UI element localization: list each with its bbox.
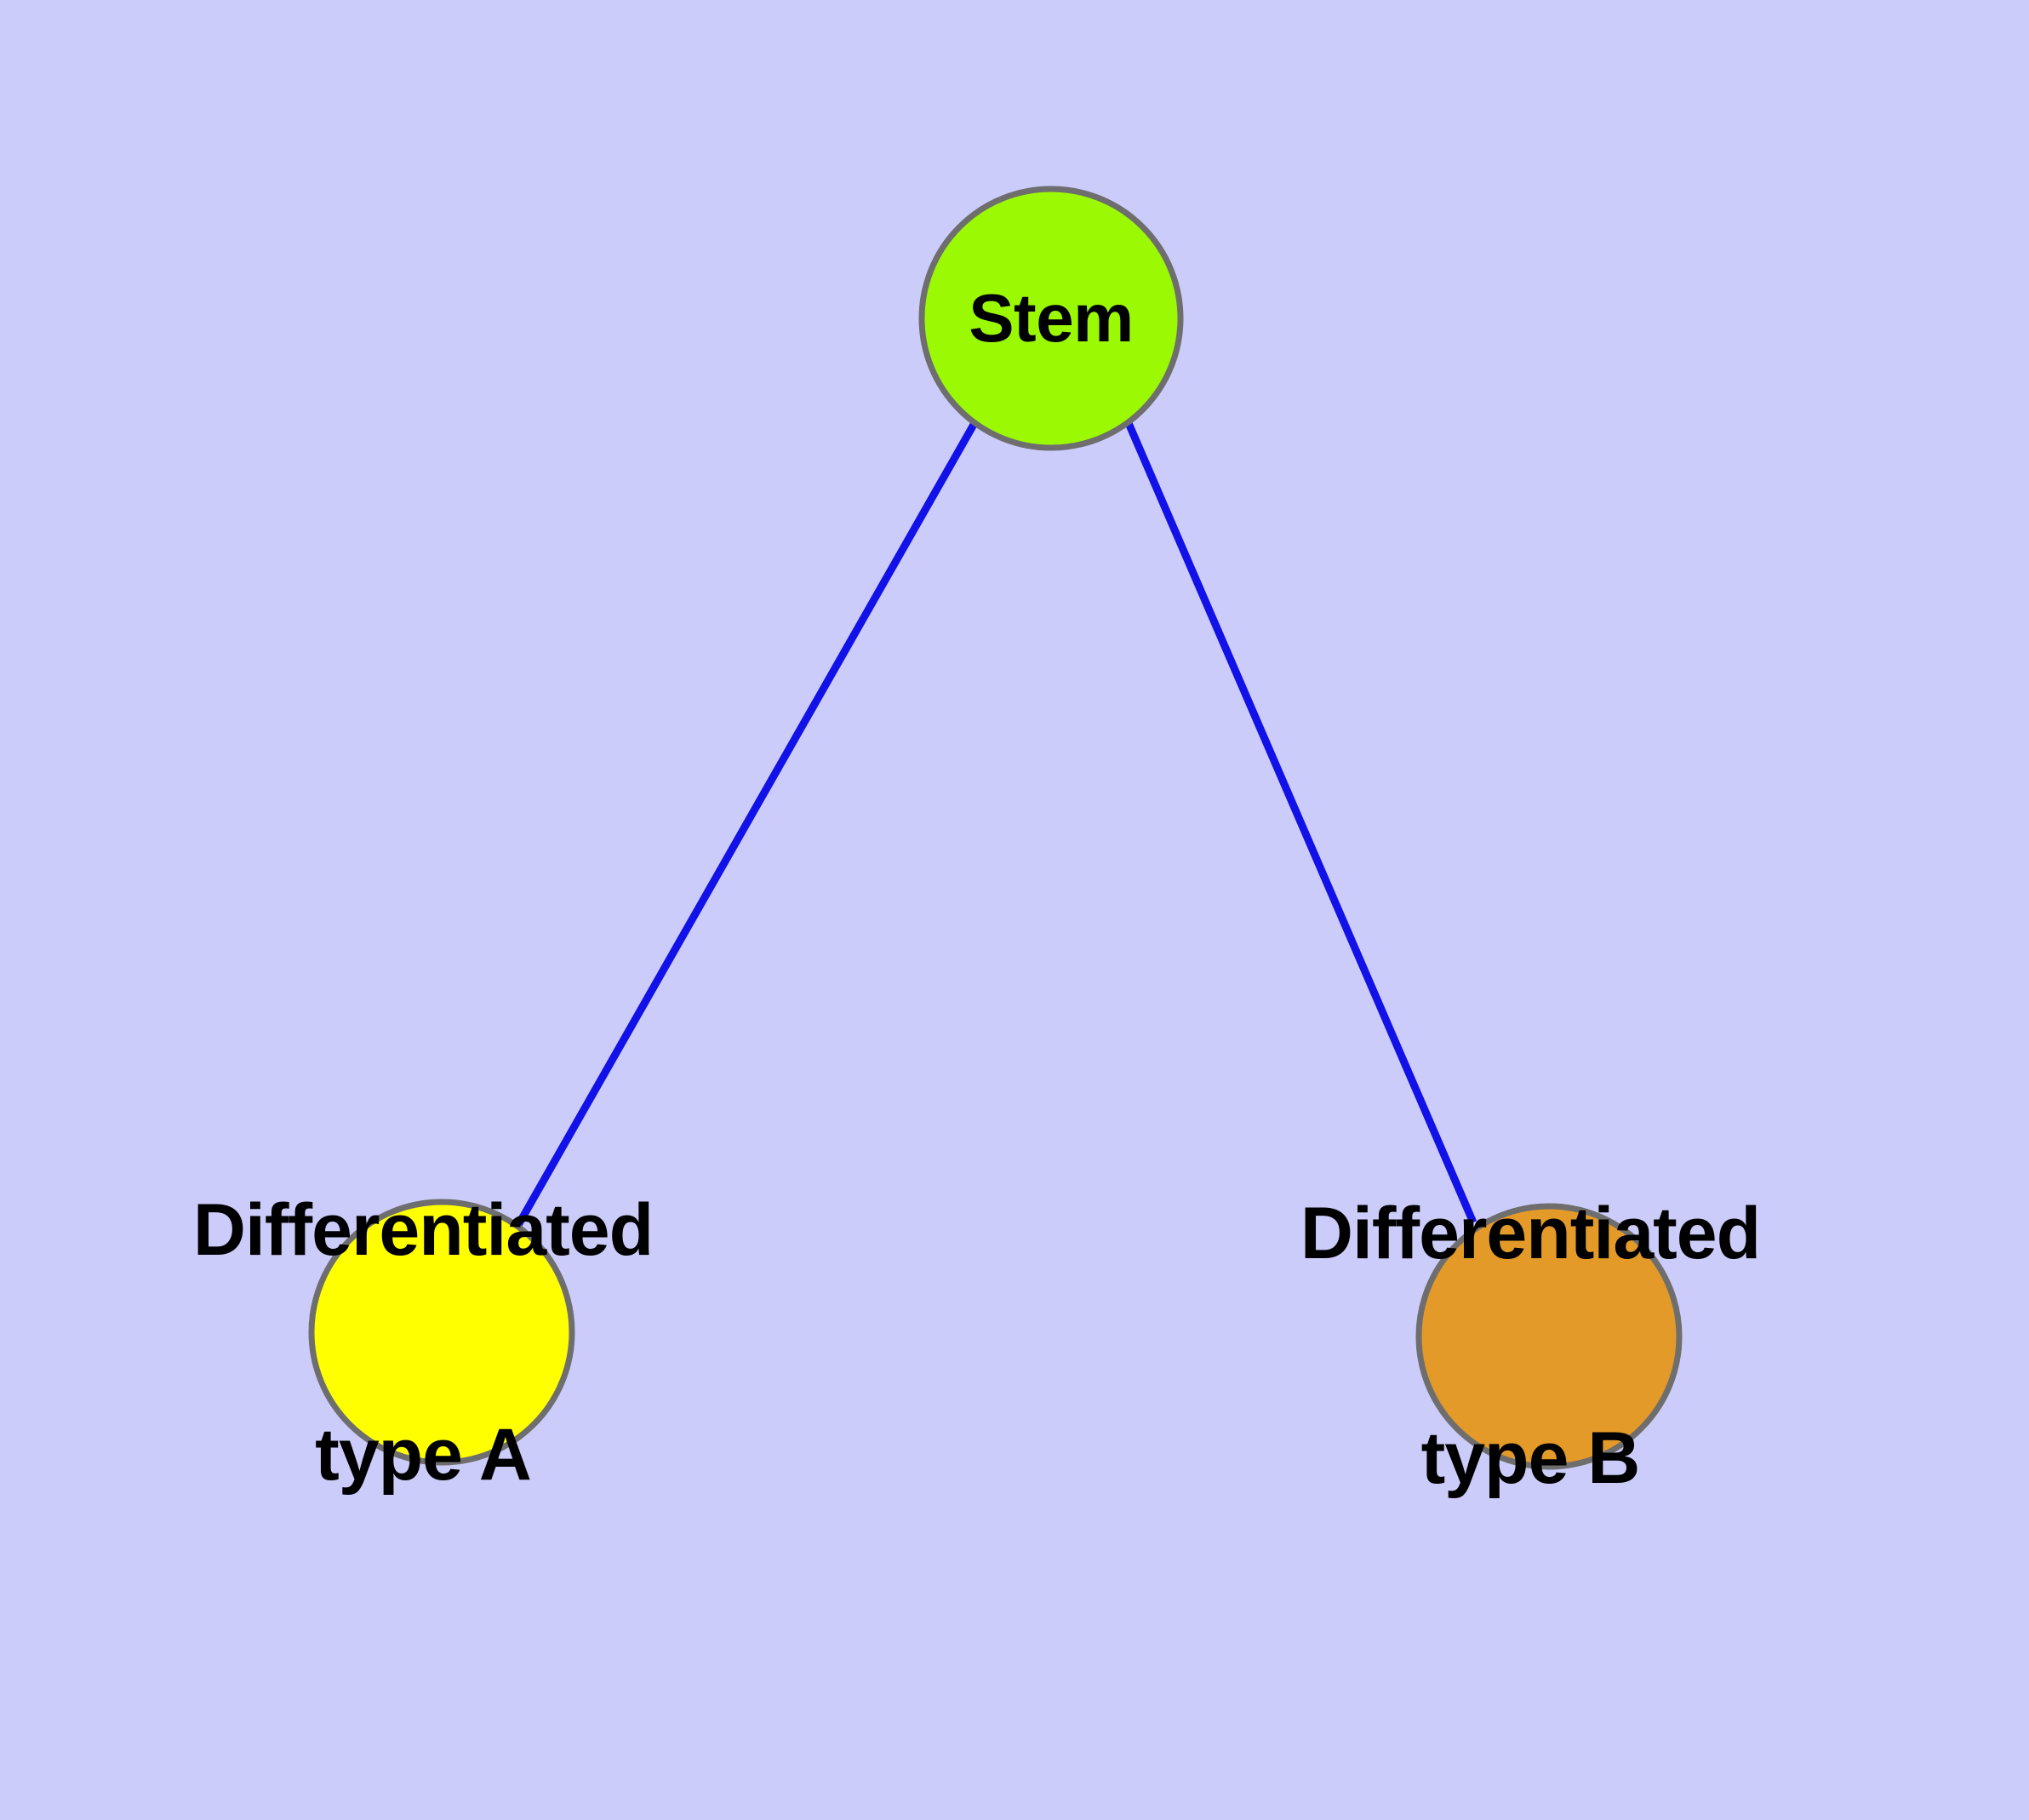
edge-layer [515, 421, 1477, 1228]
edge-stem-to-type-b[interactable] [1124, 421, 1477, 1224]
node-stem[interactable] [918, 186, 1184, 451]
node-diff-type-a[interactable] [308, 1199, 575, 1466]
node-diff-type-b[interactable] [1415, 1203, 1683, 1470]
node-layer [308, 186, 1683, 1470]
edge-stem-to-type-a[interactable] [515, 421, 978, 1228]
